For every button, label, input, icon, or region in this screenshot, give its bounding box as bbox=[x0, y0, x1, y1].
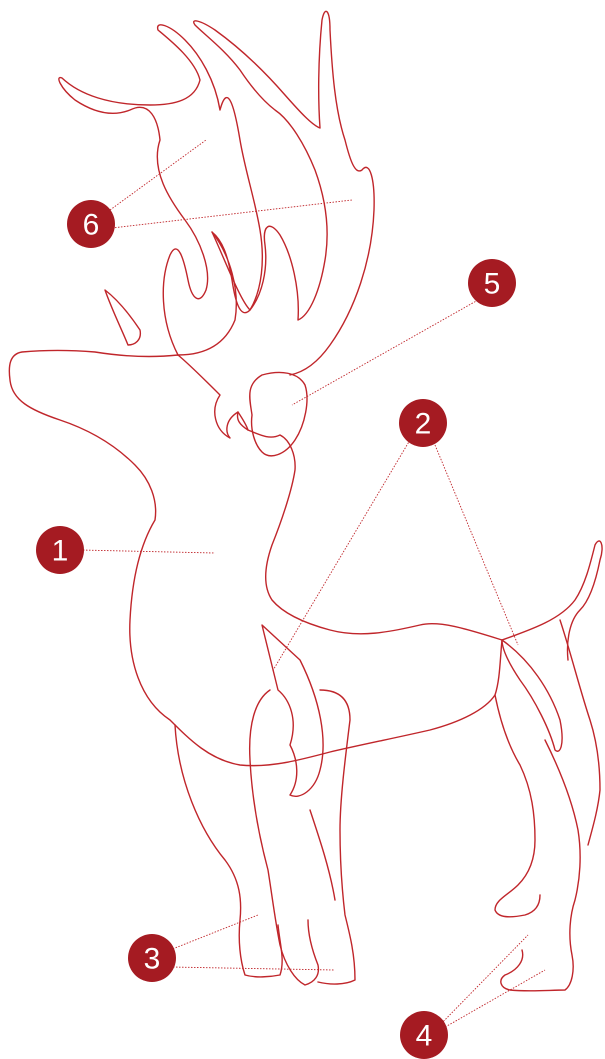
leader-4a bbox=[435, 935, 528, 1030]
leader-3b bbox=[170, 967, 334, 970]
legs bbox=[175, 620, 600, 991]
leader-2b bbox=[435, 445, 518, 645]
badge-5-label: 5 bbox=[484, 268, 501, 301]
badge-4: 4 bbox=[400, 1011, 448, 1059]
leader-3a bbox=[170, 915, 258, 950]
badge-6-label: 6 bbox=[83, 209, 100, 242]
badge-3-label: 3 bbox=[144, 943, 161, 976]
badge-5: 5 bbox=[468, 259, 516, 307]
badge-1-label: 1 bbox=[52, 535, 69, 568]
leader-1 bbox=[80, 550, 215, 553]
antlers bbox=[59, 11, 374, 375]
badge-2-label: 2 bbox=[415, 408, 432, 441]
badge-1: 1 bbox=[36, 526, 84, 574]
badge-6: 6 bbox=[67, 200, 115, 248]
leader-6b bbox=[112, 200, 352, 228]
badge-4-label: 4 bbox=[416, 1020, 433, 1053]
leader-2a bbox=[272, 440, 410, 672]
leader-4b bbox=[440, 970, 545, 1030]
badge-2: 2 bbox=[399, 399, 447, 447]
badge-3: 3 bbox=[128, 934, 176, 982]
muzzle bbox=[238, 372, 307, 455]
leader-5 bbox=[292, 300, 478, 405]
